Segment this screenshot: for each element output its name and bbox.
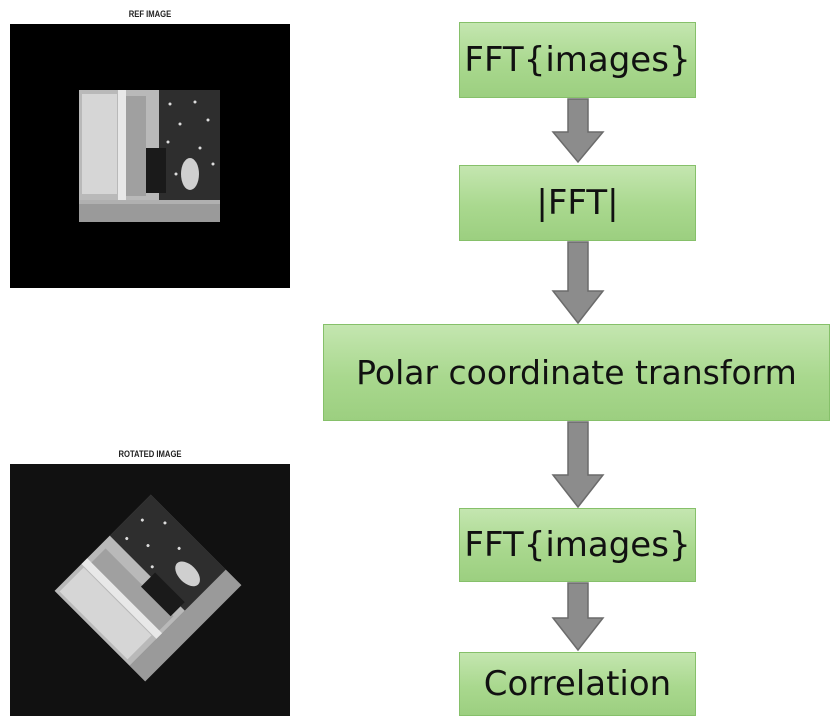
flow-step-fft-images-1: FFT{images} (459, 22, 696, 98)
down-arrow-icon (551, 241, 605, 325)
flow-step-label: FFT{images} (464, 525, 691, 565)
flow-step-label: FFT{images} (464, 40, 691, 80)
down-arrow-icon (551, 421, 605, 509)
flow-step-polar-transform: Polar coordinate transform (323, 324, 830, 421)
flow-step-fft-magnitude: |FFT| (459, 165, 696, 241)
rotated-image (10, 464, 290, 716)
flow-step-label: Correlation (483, 664, 672, 704)
down-arrow-icon (551, 98, 605, 164)
flow-step-correlation: Correlation (459, 652, 696, 716)
ref-image-title: REF IMAGE (128, 9, 172, 19)
flow-step-fft-images-2: FFT{images} (459, 508, 696, 582)
flow-step-label: |FFT| (536, 183, 619, 223)
rotated-image-title: ROTATED IMAGE (118, 449, 182, 459)
flow-step-label: Polar coordinate transform (356, 353, 797, 392)
down-arrow-icon (551, 582, 605, 652)
ref-image (10, 24, 290, 288)
